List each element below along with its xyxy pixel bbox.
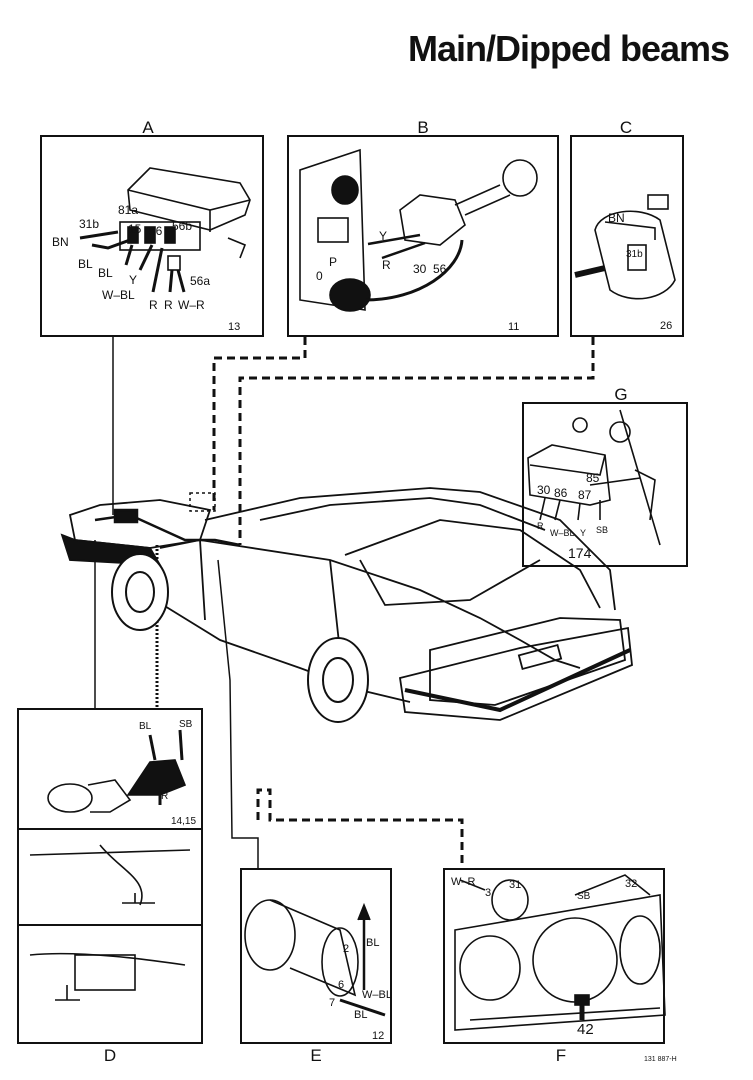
page-title: Main/Dipped beams [408,28,730,69]
panel-c-ref: 26 [660,320,673,332]
switch-position-p: P [329,255,338,269]
panel-f-cluster-drawing [454,874,666,1031]
panel-f-letter: F [555,1046,567,1065]
terminal-87: 87 [578,488,592,502]
line-f-to-car [256,788,464,868]
panel-c-connector-drawing [574,194,676,300]
panel-e-ref: 12 [372,1030,385,1042]
panel-d-ref: 14,15 [171,816,197,827]
terminal-3: 3 [485,887,492,899]
terminal-6: 6 [338,979,345,991]
panel-c-letter: C [619,118,633,137]
terminal-2: 2 [343,943,350,955]
wire-y: Y [580,528,587,538]
wire-bl-1: BL [366,937,380,949]
wire-w-bl: W–BL [102,288,135,302]
panel-b: Y R 30 56 P 0 11 [287,135,559,337]
wire-w-bl: W–BL [550,528,575,538]
panel-d-bulb-view: BL SB R 14,15 [17,708,203,830]
wire-w-r: W–R [451,876,476,888]
wire-sb: SB [179,719,193,730]
wire-sb: SB [596,525,609,535]
car-wheels [111,553,369,723]
panel-a: 81a 31b 15 56 56b 56a BN BL BL Y W–BL R … [40,135,264,337]
wire-sb: SB [577,891,591,902]
panel-g: 85 30 86 87 R W–BL Y SB 174 [522,402,688,567]
panel-a-relay-drawing [79,167,251,293]
panel-b-ref: 11 [508,321,520,333]
line-c-to-car [238,337,595,545]
panel-d-letter: D [103,1046,117,1065]
wire-bl-1: BL [78,257,93,271]
wire-r: R [382,258,391,272]
wire-bl-2: BL [354,1009,368,1021]
terminal-56a: 56a [190,274,211,288]
terminal-15: 15 [128,222,142,236]
line-g-arrow [589,477,641,486]
panel-d-ground-view-2 [17,926,203,1044]
terminal-85: 85 [586,471,600,485]
wire-r: R [161,791,169,802]
wire-r-1: R [149,298,158,312]
wire-y: Y [129,273,138,287]
terminal-31: 31 [509,879,522,891]
car-wiring [94,492,241,547]
terminal-30: 30 [537,483,551,497]
panel-g-ref: 174 [568,545,592,561]
panel-e-letter: E [310,1046,322,1065]
terminal-56: 56 [433,262,447,276]
panel-b-switch-drawing [299,148,538,312]
panel-d-bulb-drawing [29,729,191,1001]
panel-a-ref: 13 [228,321,241,333]
wire-r-2: R [164,298,173,312]
panel-c: BN 31b 26 [570,135,684,337]
terminal-31b: 31b [626,249,643,260]
wire-bn: BN [52,235,69,249]
panel-e-stalk-drawing [244,899,386,1017]
terminal-32: 32 [625,878,638,890]
terminal-7: 7 [329,997,336,1009]
terminal-86: 86 [554,486,568,500]
wire-w-r: W–R [178,298,205,312]
terminal-30: 30 [413,262,427,276]
document-reference: 131 887-H [644,1056,677,1063]
panel-g-relay-drawing [527,409,661,546]
car-body [60,487,633,721]
panel-g-letter: G [614,385,628,404]
terminal-81a: 81a [118,203,139,217]
wire-bl: BL [139,721,152,732]
switch-position-0: 0 [316,269,323,283]
panel-f-ref: 42 [577,1021,594,1038]
panel-d-ground-view-1 [17,830,203,926]
line-e-to-car [217,559,259,868]
panel-f: W–R 3 31 SB 32 42 [443,868,665,1044]
panel-e: BL 2 6 7 W–BL BL 12 [240,868,392,1044]
wire-bn: BN [608,211,625,225]
wire-bl-2: BL [98,266,113,280]
wire-r: R [537,521,544,531]
panel-b-letter: B [417,118,429,137]
terminal-56: 56 [149,224,163,238]
wire-w-bl: W–BL [362,989,392,1001]
connection-lines [94,337,641,868]
panel-a-letter: A [142,118,154,137]
wire-y: Y [379,229,388,243]
line-b-to-car [212,337,307,510]
terminal-31b: 31b [79,217,100,231]
terminal-56b: 56b [172,219,193,233]
